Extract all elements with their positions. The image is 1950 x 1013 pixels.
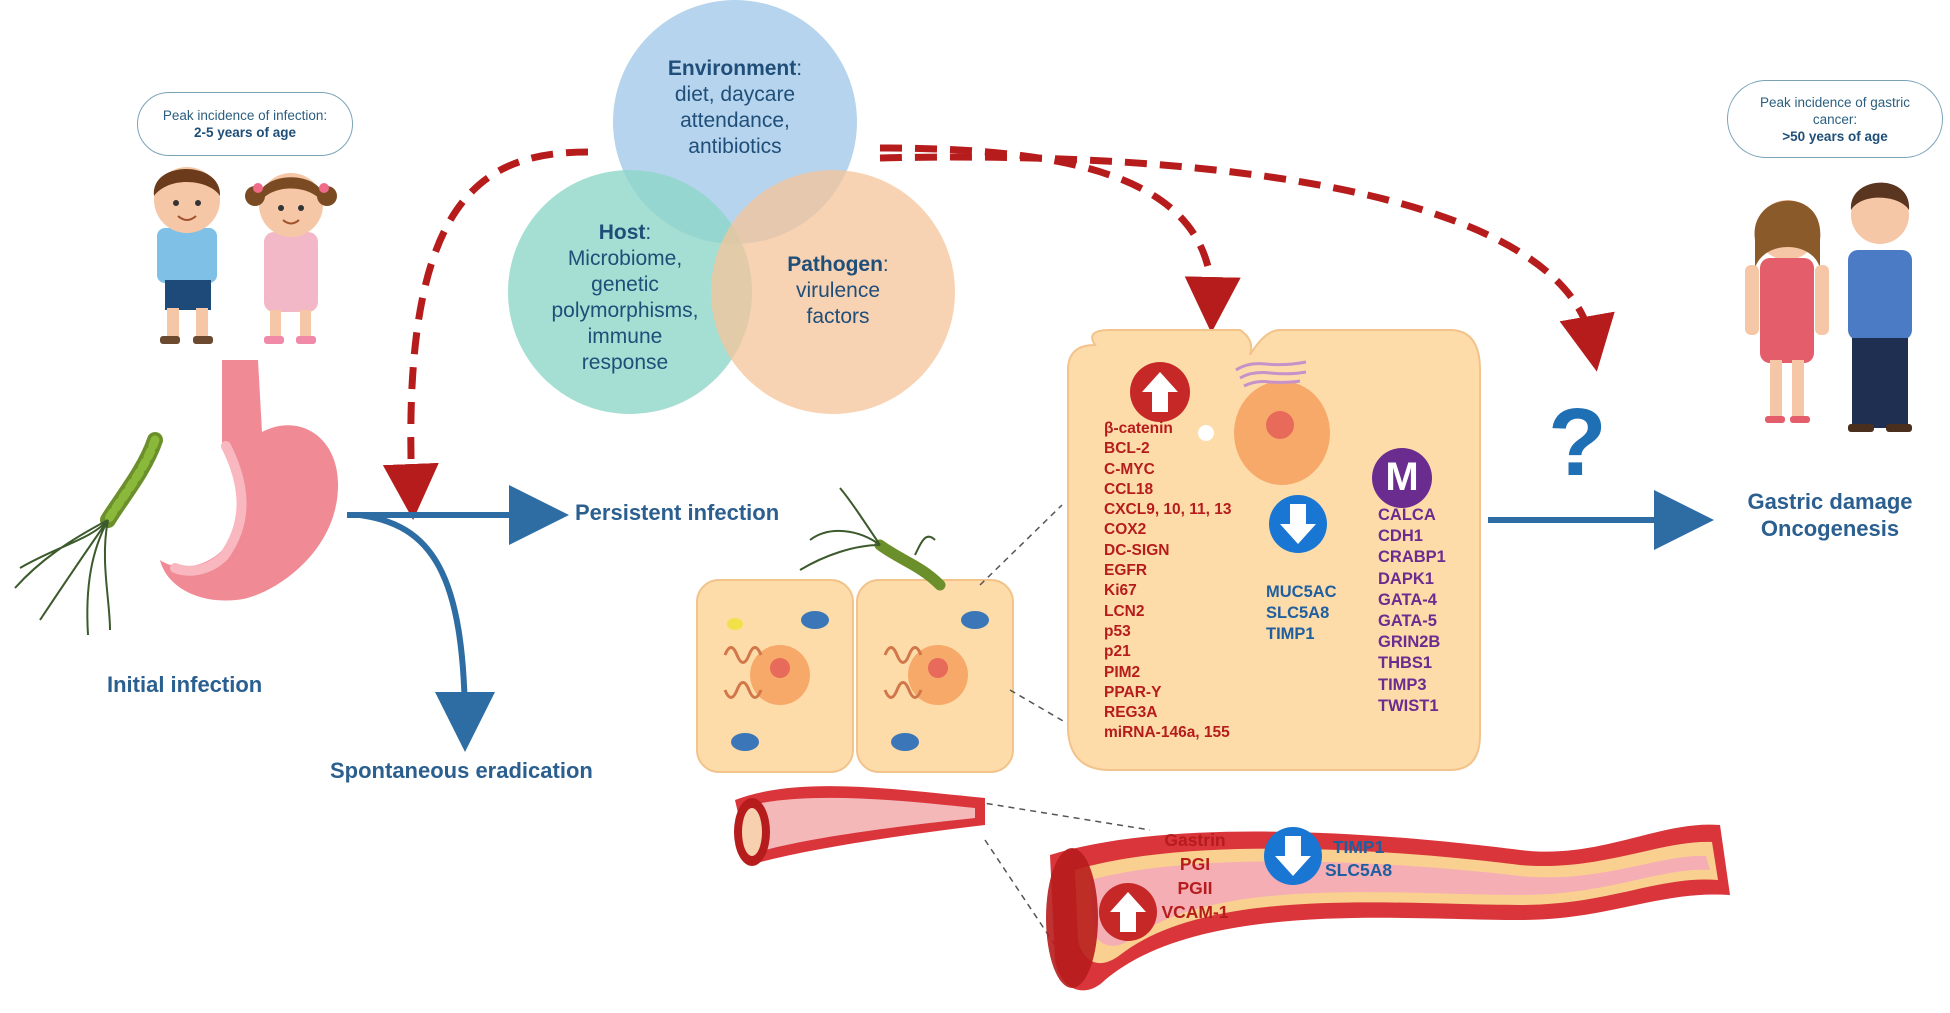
upregulated-gene: LCN2 bbox=[1104, 602, 1145, 620]
upregulated-gene: PIM2 bbox=[1104, 663, 1141, 681]
upregulated-gene: REG3A bbox=[1104, 704, 1158, 722]
initial-infection-label: Initial infection bbox=[107, 672, 263, 697]
adults-illustration bbox=[1745, 182, 1912, 432]
methylation-letter: M bbox=[1385, 455, 1419, 499]
infection-peak-bubble: Peak incidence of infection: 2-5 years o… bbox=[137, 92, 353, 156]
upregulated-gene: CCL18 bbox=[1104, 480, 1154, 498]
venn-pathogen-circle bbox=[711, 170, 955, 414]
up-arrow-circle-cell bbox=[1130, 362, 1190, 422]
venn-host-circle bbox=[508, 170, 752, 414]
pathogen-title: Pathogen bbox=[787, 253, 883, 276]
upregulated-gene: CXCL9, 10, 11, 13 bbox=[1104, 501, 1232, 519]
host-title: Host bbox=[598, 221, 646, 244]
upregulated-gene: DC-SIGN bbox=[1104, 541, 1170, 559]
bacterium-illustration-left bbox=[14, 432, 163, 636]
gastric-damage-label: Gastric damage bbox=[1747, 489, 1913, 514]
dashed-arrow-to-outcome bbox=[879, 153, 1615, 372]
venn-pathogen-label: Pathogen: virulence factors bbox=[787, 253, 889, 328]
downregulated-gene: MUC5AC bbox=[1266, 583, 1337, 601]
methylated-gene: CRABP1 bbox=[1378, 548, 1446, 567]
venn-host-label: Host: Microbiome, genetic polymorphisms,… bbox=[551, 221, 699, 374]
outcome-label: Gastric damage Oncogenesis bbox=[1740, 488, 1920, 542]
serum-upregulated-marker: PGII bbox=[1177, 878, 1213, 898]
methylated-gene: TWIST1 bbox=[1378, 696, 1439, 715]
infection-peak-line2: 2-5 years of age bbox=[193, 125, 297, 140]
downregulated-gene: SLC5A8 bbox=[1266, 604, 1330, 622]
large-cell bbox=[1067, 329, 1481, 771]
methylated-gene: DAPK1 bbox=[1378, 569, 1434, 588]
downregulated-gene: TIMP1 bbox=[1266, 625, 1315, 643]
flow-arrows bbox=[347, 485, 1714, 752]
dashed-arrow-to-persistent bbox=[382, 148, 589, 520]
cancer-peak-line3: >50 years of age bbox=[1782, 128, 1888, 144]
children-illustration bbox=[153, 167, 337, 344]
serum-downregulated-marker: TIMP1 bbox=[1332, 837, 1385, 857]
upregulated-gene: p53 bbox=[1104, 622, 1131, 640]
dashed-arrow-to-cell bbox=[879, 144, 1241, 333]
upregulated-gene: miRNA-146a, 155 bbox=[1104, 724, 1230, 742]
infection-peak-line1: Peak incidence of infection: bbox=[162, 108, 328, 123]
methylated-gene: CALCA bbox=[1378, 506, 1436, 524]
upregulated-gene: C-MYC bbox=[1104, 460, 1155, 478]
down-arrow-circle-cell bbox=[1269, 495, 1327, 553]
serum-upregulated-marker: Gastrin bbox=[1164, 830, 1226, 850]
upregulated-gene: BCL-2 bbox=[1104, 440, 1150, 458]
upregulated-gene: COX2 bbox=[1104, 521, 1147, 539]
serum-upregulated-marker: PGI bbox=[1179, 854, 1211, 874]
upregulated-gene: β-catenin bbox=[1104, 420, 1173, 437]
methylated-gene: GATA-4 bbox=[1378, 590, 1437, 609]
venn-diagram bbox=[508, 0, 955, 414]
question-mark: ? bbox=[1548, 389, 1607, 496]
upregulated-gene: Ki67 bbox=[1104, 582, 1137, 600]
spontaneous-eradication-label: Spontaneous eradication bbox=[330, 758, 593, 783]
oncogenesis-label: Oncogenesis bbox=[1760, 516, 1900, 541]
methylated-gene: THBS1 bbox=[1378, 654, 1433, 673]
methylated-gene: CDH1 bbox=[1378, 527, 1423, 546]
blood-vessel-large bbox=[1046, 824, 1730, 991]
methylated-gene: GATA-5 bbox=[1378, 612, 1437, 631]
cancer-peak-line1: Peak incidence of gastric bbox=[1759, 94, 1911, 110]
cancer-peak-line2: cancer: bbox=[1812, 111, 1858, 127]
up-arrow-circle-serum bbox=[1099, 883, 1157, 941]
cancer-peak-bubble: Peak incidence of gastric cancer: >50 ye… bbox=[1727, 80, 1943, 158]
blood-vessel-small bbox=[734, 786, 985, 866]
epithelial-cells bbox=[696, 487, 1014, 773]
arrow-to-eradication bbox=[359, 512, 495, 752]
methylated-gene: TIMP3 bbox=[1378, 675, 1427, 694]
methylated-gene: GRIN2B bbox=[1378, 633, 1441, 652]
upregulated-gene: p21 bbox=[1104, 643, 1131, 661]
venn-environment-label: Environment: diet, daycare attendance, a… bbox=[667, 57, 803, 158]
upregulated-gene: PPAR-Y bbox=[1104, 683, 1162, 701]
methylation-circle bbox=[1372, 448, 1432, 508]
persistent-infection-label: Persistent infection bbox=[575, 500, 780, 525]
serum-downregulated-marker: SLC5A8 bbox=[1325, 860, 1393, 880]
stomach-illustration bbox=[160, 360, 339, 601]
down-arrow-circle-serum bbox=[1264, 827, 1322, 885]
dashed-arrows bbox=[382, 144, 1615, 520]
environment-title: Environment bbox=[667, 57, 797, 80]
upregulated-gene: EGFR bbox=[1104, 562, 1148, 580]
serum-upregulated-marker: VCAM-1 bbox=[1161, 902, 1229, 922]
